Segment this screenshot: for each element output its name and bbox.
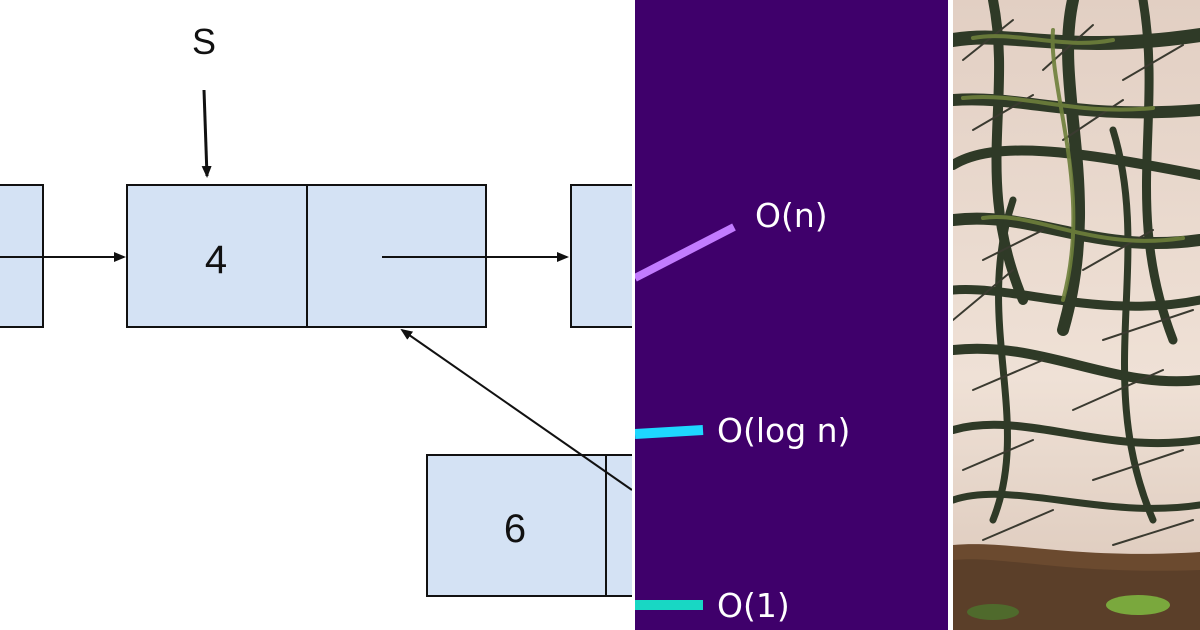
right-node [570, 184, 632, 328]
lower-node-value: 6 [504, 507, 526, 551]
linked-list-panel: S 4 6 [0, 21, 632, 597]
lower-node-next-cell [605, 454, 632, 597]
tree-photo [953, 0, 1200, 630]
constant-label: O(1) [717, 586, 790, 625]
linear-curve [635, 223, 736, 282]
moss-patch [1106, 595, 1170, 615]
complexity-background [635, 0, 948, 630]
center-node-value-cell [126, 184, 308, 328]
complexity-chart: O(n) O(log n) O(1) [635, 0, 948, 630]
tree-image [953, 0, 1200, 630]
twigs [953, 19, 1194, 546]
divider [948, 0, 953, 630]
logarithmic-curve [635, 425, 704, 439]
linear-label: O(n) [755, 196, 828, 235]
logarithmic-label: O(log n) [717, 411, 850, 450]
arrow-from-lower-node [400, 328, 632, 491]
pointer-arrow [201, 89, 212, 178]
linked-list-diagram: S 4 6 [0, 21, 632, 597]
lower-node-value-cell [426, 454, 607, 597]
moss [961, 28, 1185, 302]
pointer-label: S [192, 21, 216, 62]
moss-patch [967, 604, 1019, 620]
divider [632, 0, 635, 630]
complexity-panel: O(n) O(log n) O(1) [635, 0, 948, 630]
center-node-value: 4 [205, 238, 227, 282]
